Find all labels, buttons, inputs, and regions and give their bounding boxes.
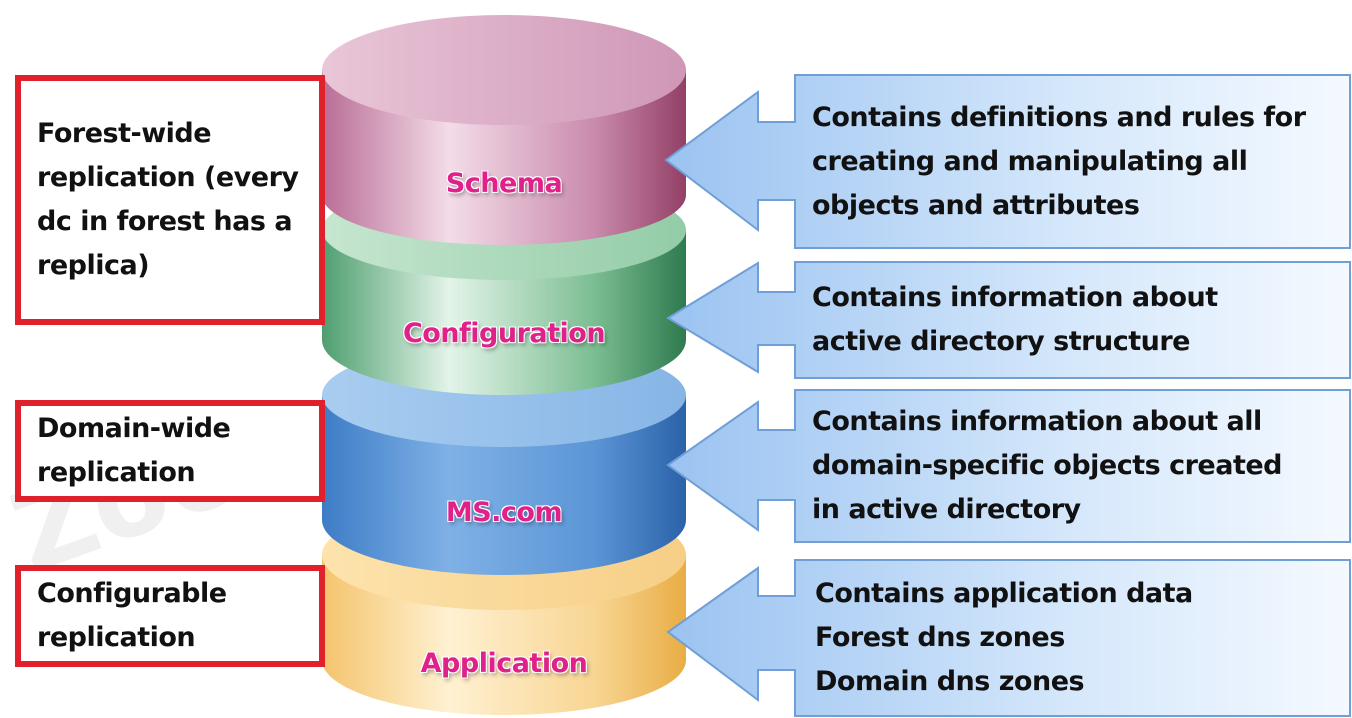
arrow-application (666, 559, 1351, 717)
domain-replication-label: Domain-wide replication (37, 413, 231, 488)
schema-layer-label: Schema (445, 168, 563, 199)
schema-cylinder (322, 15, 686, 245)
domain-replication-box: Domain-wide replication (15, 400, 325, 502)
application-description: Contains application data Forest dns zon… (815, 578, 1193, 697)
configurable-replication-label: Configurable replication (37, 578, 227, 653)
configurable-replication-box: Configurable replication (15, 565, 325, 667)
arrow-domain (666, 389, 1351, 543)
arrow-schema (664, 74, 1351, 249)
schema-description: Contains definitions and rules for creat… (812, 101, 1306, 221)
arrow-configuration (666, 261, 1351, 379)
forest-replication-box: Forest-wide replication (every dc in for… (15, 75, 325, 325)
domain-layer-label: MS.com (445, 497, 563, 528)
forest-replication-label: Forest-wide replication (every dc in for… (37, 118, 299, 281)
configuration-description: Contains information about active direct… (812, 282, 1218, 357)
domain-description: Contains information about all domain-sp… (812, 406, 1283, 525)
application-layer-label: Application (420, 648, 588, 679)
configuration-layer-label: Configuration (402, 318, 606, 349)
